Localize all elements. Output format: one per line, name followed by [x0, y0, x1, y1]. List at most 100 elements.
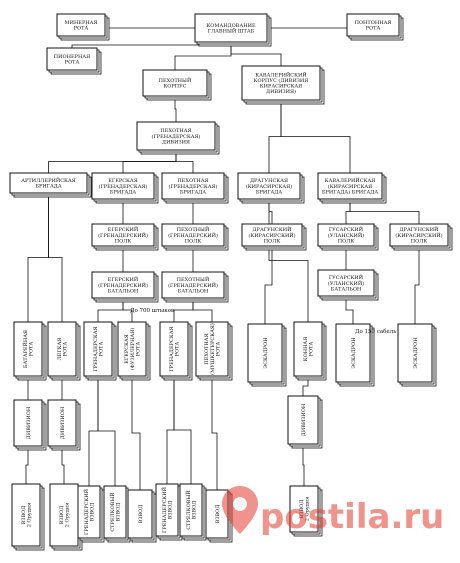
- org-box-label: ПЕХОТНЫЙ(ГРЕНАДЕРСКИЙ)БАТАЛЬОН: [168, 275, 218, 294]
- connector-hq-cavcorps: [230, 42, 282, 66]
- org-box-esq1: ЭСКАДРОН: [247, 323, 287, 387]
- org-box-vz6: ГРЕНАДЕРСКИЙВЗВОД: [155, 483, 183, 541]
- org-box-grenrota2: ГРЕНАДЕРСКАЯРОТА: [159, 321, 193, 381]
- cavalry-size-note: До 150 сабель: [355, 328, 396, 335]
- org-box-infdiv: ПЕХОТНАЯ(ГРЕНАДЕРСКАЯ)ДИВИЗИЯ: [136, 121, 220, 155]
- connector-div2-vz2: [61, 446, 65, 484]
- org-box-label: СТРЕЛКОВЫЙВЗВОД: [108, 492, 122, 532]
- org-box-label: ЕГЕРСКИЙ(ГРЕНАДЕРСКИЙ)БАТАЛЬОН: [98, 275, 148, 294]
- org-box-label: ВЗВОД: [215, 505, 221, 524]
- org-box-hussbat: ГУСАРСКИЙ(УЛАНСКИЙ)БАТАЛЬОН: [317, 269, 379, 301]
- org-box-label: ЕГЕРСКАЯ(ГРЕНАДЕРСКАЯ)БРИГАДА: [99, 178, 148, 195]
- org-box-label: ЛЕГКАЯРОТА: [57, 338, 69, 361]
- org-box-label: ДРАГУНСКИЙ(КИРАСИРСКИЙ)ПОЛК: [395, 225, 442, 244]
- connector-horserota-div3: [302, 376, 309, 396]
- org-box-vz7: СТРЕЛКОВЫЙВЗВОД: [179, 483, 207, 541]
- connector-cavcorps-dragbrig: [268, 100, 282, 173]
- org-box-label: ЕГЕРСКИЙ(ГРЕНАДЕРСКИЙ)ПОЛК: [98, 225, 148, 244]
- org-box-jagreg: ЕГЕРСКИЙ(ГРЕНАДЕРСКИЙ)ПОЛК: [91, 223, 159, 251]
- org-box-infreg: ПЕХОТНЫЙ(ГРЕНАДЕРСКИЙ)ПОЛК: [161, 223, 229, 251]
- org-box-label: ДИВИЗИОН: [301, 403, 307, 436]
- org-box-label: ВЗВОД2 Орудия: [21, 503, 33, 528]
- org-box-label: ВЗВОД: [138, 505, 144, 524]
- org-box-vz9: ВЗВОД2 Орудия: [289, 485, 323, 537]
- connector-jagbat-jagrota: [122, 298, 133, 322]
- org-box-label: ДРАГУНСКИЙ(КИРАСИРСКИЙ)ПОЛК: [248, 225, 295, 244]
- connector-infdiv-infbrig: [175, 150, 194, 173]
- org-box-label: ГРЕНАДЕРСКИЙВЗВОД: [160, 486, 174, 533]
- org-box-label: ДИВИЗИОН: [26, 406, 32, 439]
- connector-div3-vz9: [302, 444, 305, 486]
- org-box-label: ПЕХОТНАЯ(МУШКЕТЕРСКАЯ)РОТА: [204, 323, 221, 375]
- org-box-label: ЭСКАДРОН: [413, 337, 419, 369]
- org-box-dragbrig: ДРАГУНСКАЯ(КИРАСИРСКАЯ)БРИГАДА: [237, 172, 305, 204]
- org-box-batrota: БАТАРЕЙНАЯРОТА: [13, 321, 47, 381]
- connector-dragreg-esq1: [264, 246, 273, 324]
- org-box-jagbat: ЕГЕРСКИЙ(ГРЕНАДЕРСКИЙ)БАТАЛЬОН: [91, 271, 159, 303]
- connector-jagrota-vz5: [131, 376, 141, 490]
- org-box-label: КОННАЯРОТА: [303, 337, 315, 362]
- org-box-hussreg: ГУСАРСКИЙ(УЛАНСКИЙ)ПОЛК: [317, 223, 379, 251]
- connector-grenrota-vz3: [88, 376, 99, 486]
- connector-artbrig-lightrota: [48, 193, 63, 322]
- org-box-jagbrig: ЕГЕРСКАЯ(ГРЕНАДЕРСКАЯ)БРИГАДА: [91, 172, 159, 204]
- org-box-vz2: ВЗВОД2 Орудия: [49, 483, 83, 551]
- org-box-label: ПЕХОТНАЯ(ГРЕНАДЕРСКАЯ)БРИГАДА: [169, 178, 218, 195]
- connector-dragreg2-esq3: [414, 246, 420, 324]
- org-box-label: БАТАРЕЙНАЯРОТА: [21, 330, 35, 368]
- org-box-esq2: ЭСКАДРОН: [335, 323, 375, 387]
- connector-lines: [25, 14, 420, 490]
- org-box-vz4: СТРЕЛКОВЫЙВЗВОД: [103, 485, 131, 543]
- connector-infcorps-infdiv: [174, 96, 177, 122]
- org-box-label: СТРЕЛКОВЫЙВЗВОД: [184, 490, 198, 530]
- connector-hussbat-esq2: [345, 296, 354, 324]
- org-box-label: ГУСАРСКИЙ(УЛАНСКИЙ)ПОЛК: [328, 225, 364, 244]
- watermark-text: postila.ru: [260, 497, 444, 537]
- org-box-label: ГУСАРСКИЙ(УЛАНСКИЙ)БАТАЛЬОН: [328, 273, 364, 292]
- watermark-pin-icon: [222, 486, 258, 534]
- org-box-label: ЕГЕРСКАЯ(ФУЗИЛЕРНАЯ)РОТА: [124, 328, 141, 371]
- org-box-infbat: ПЕХОТНЫЙ(ГРЕНАДЕРСКИЙ)БАТАЛЬОН: [161, 271, 229, 303]
- org-box-label: ПЕХОТНАЯ(ГРЕНАДЕРСКАЯ)ДИВИЗИЯ: [152, 128, 201, 145]
- org-box-dragreg: ДРАГУНСКИЙ(КИРАСИРСКИЙ)ПОЛК: [241, 223, 307, 251]
- org-box-label: ДРАГУНСКАЯ(КИРАСИРСКАЯ)БРИГАДА: [246, 178, 292, 195]
- org-box-infrota: ПЕХОТНАЯ(МУШКЕТЕРСКАЯ)РОТА: [195, 321, 233, 381]
- connector-cavcorps-cavbrig: [280, 100, 351, 173]
- org-box-label: ЭСКАДРОН: [263, 337, 269, 369]
- org-box-div2: ДИВИЗИОН: [47, 399, 81, 451]
- org-box-div1: ДИВИЗИОН: [13, 399, 47, 451]
- connector-grenrota2-vz6: [166, 376, 175, 484]
- org-box-lightrota: ЛЕГКАЯРОТА: [47, 321, 81, 381]
- watermark: postila.ru: [222, 486, 444, 537]
- org-box-label: ГРЕНАДЕРСКИЙВЗВОД: [82, 488, 96, 535]
- org-box-vz3: ГРЕНАДЕРСКИЙВЗВОД: [77, 485, 105, 543]
- org-box-label: ПЕХОТНЫЙ(ГРЕНАДЕРСКИЙ)ПОЛК: [168, 225, 218, 244]
- org-box-label: ГРЕНАДЕРСКАЯРОТА: [169, 326, 181, 371]
- connector-grenrota-vz4: [97, 376, 116, 486]
- connector-infbat-infrota: [192, 298, 213, 322]
- org-box-esq3: ЭСКАДРОН: [397, 323, 437, 387]
- org-box-label: ЭСКАДРОН: [351, 337, 357, 369]
- infantry-size-note: До 700 штыков: [130, 308, 174, 314]
- org-box-infbrig: ПЕХОТНАЯ(ГРЕНАДЕРСКАЯ)БРИГАДА: [161, 172, 229, 204]
- org-box-vz5: ВЗВОД: [127, 489, 157, 543]
- connector-infrota-vz8: [211, 376, 218, 490]
- org-box-grenrota: ГРЕНАДЕРСКАЯРОТА: [83, 321, 117, 381]
- connector-cavbrig-dragreg2: [349, 199, 420, 224]
- connector-dragbrig-horserota: [268, 199, 309, 322]
